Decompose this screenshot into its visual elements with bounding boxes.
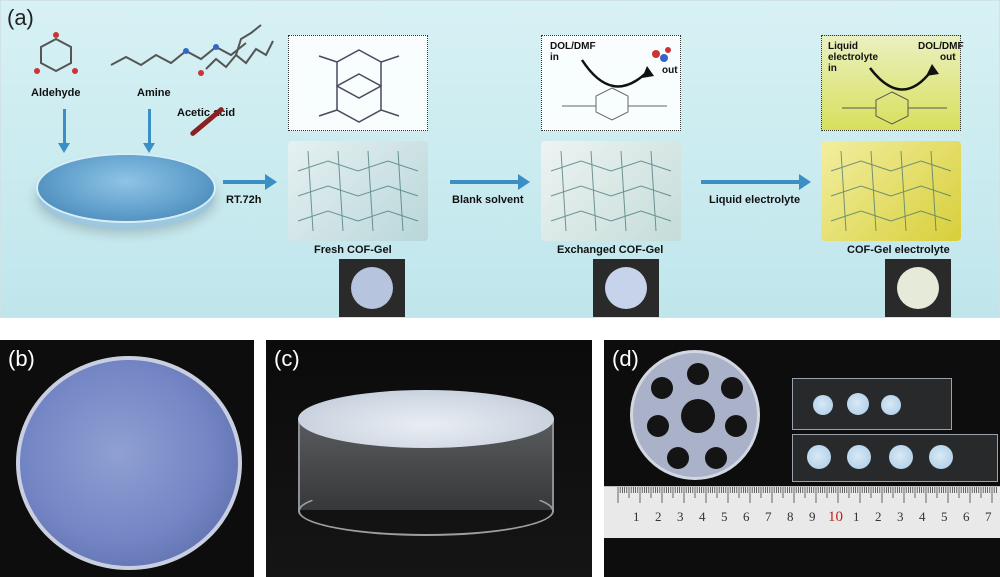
panel-label-c: (c) (274, 346, 300, 371)
panel-label-a: (a) (7, 5, 34, 30)
ruler-number: 4 (919, 509, 926, 524)
exchange-flow-icon (562, 47, 671, 121)
gel-container-bottom (298, 486, 554, 536)
aldehyde-molecule-icon (34, 32, 78, 74)
ruler-number: 7 (985, 509, 992, 524)
mold-hole (681, 399, 715, 433)
cube-exchanged-gel (541, 141, 681, 241)
cube-electrolyte-gel (821, 141, 961, 241)
arrow-down-aldehyde (58, 109, 70, 153)
ruler-number: 2 (875, 509, 882, 524)
gel-film (889, 445, 913, 469)
electrolyte-in-label: in (828, 63, 837, 74)
cube-fresh-gel (288, 141, 428, 241)
mold-hole (705, 447, 727, 469)
zoom-fresh-framework (288, 35, 428, 131)
mold-hole (687, 363, 709, 385)
ruler-number: 5 (941, 509, 948, 524)
electrolyte-gel-photo (885, 259, 951, 317)
mold-hole (651, 377, 673, 399)
step-label-liquid-electrolyte: Liquid electrolyte (709, 194, 801, 206)
mold-hole (667, 447, 689, 469)
zoom-exchanged-framework: DOL/DMF in out (541, 35, 681, 131)
linker-molecule-icon (205, 24, 274, 70)
ruler-number: 10 (828, 509, 843, 525)
gel-in-petri-dish-photo (16, 356, 242, 570)
amine-molecule-icon (110, 42, 247, 76)
gel-film (929, 445, 953, 469)
electrolyte-word-label: electrolyte (828, 52, 879, 63)
ruler: 1234567891012345678 (604, 486, 1000, 538)
framework-mesh (297, 150, 419, 232)
ruler-number: 4 (699, 509, 706, 524)
fresh-gel-photo (339, 259, 405, 317)
gel-mold-with-holes (630, 350, 760, 480)
petri-dish (36, 153, 216, 223)
exchange-out-label: out (662, 65, 678, 76)
ruler-number: 3 (677, 509, 684, 524)
ruler-number: 9 (809, 509, 816, 524)
exchanged-gel-disc (605, 267, 647, 309)
mold-hole (647, 415, 669, 437)
electrolyte-gel-label: COF-Gel electrolyte (847, 244, 950, 256)
panel-b: (b) (0, 340, 254, 577)
electrolyte-gel-disc (897, 267, 939, 309)
framework-mesh (550, 150, 672, 232)
arrow-right-2 (450, 174, 530, 190)
zoom-electrolyte-framework: Liquid electrolyte in DOL/DMF out (821, 35, 964, 131)
gel-film (881, 395, 901, 415)
arrow-right-3 (701, 174, 811, 190)
electrolyte-liquid-label: Liquid (828, 41, 858, 52)
fresh-gel-label: Fresh COF-Gel (314, 244, 392, 256)
ruler-number: 5 (721, 509, 728, 524)
ruler-number: 1 (633, 509, 640, 524)
exchange-in-label: in (550, 52, 559, 63)
panel-label-b: (b) (8, 346, 35, 371)
ruler-number: 6 (743, 509, 750, 524)
mold-hole (721, 377, 743, 399)
framework-icon (318, 49, 400, 123)
panel-label-d: (d) (612, 346, 639, 371)
acetic-acid-label: Acetic acid (177, 107, 236, 119)
gel-film (807, 445, 831, 469)
electrolyte-solvent-label: DOL/DMF (918, 41, 964, 52)
exchanged-gel-label: Exchanged COF-Gel (557, 244, 664, 256)
glass-slide-top (792, 378, 952, 430)
fresh-gel-disc (351, 267, 393, 309)
step-label-blank-solvent: Blank solvent (452, 194, 524, 206)
gel-film (847, 445, 871, 469)
ruler-ticks (617, 487, 997, 503)
ruler-number: 2 (655, 509, 662, 524)
ruler-number: 3 (897, 509, 904, 524)
amine-label: Amine (137, 87, 171, 99)
gel-top-surface (298, 390, 554, 448)
panel-c: (c) (266, 340, 592, 577)
framework-mesh (830, 150, 952, 232)
panel-a: (a) Aldehyde Amine Acetic acid RT.72h (0, 0, 1000, 318)
electrolyte-out-label: out (940, 52, 956, 63)
mold-hole (725, 415, 747, 437)
electrolyte-flow-icon (842, 64, 947, 125)
ruler-number: 1 (853, 509, 860, 524)
exchanged-gel-photo (593, 259, 659, 317)
step-label-rt: RT.72h (226, 194, 262, 206)
panel-d: 1234567891012345678 (d) (604, 340, 1000, 577)
arrow-right-1 (223, 174, 277, 190)
ruler-number: 6 (963, 509, 970, 524)
arrow-down-amine (143, 109, 155, 153)
gel-film (813, 395, 833, 415)
ruler-number: 8 (787, 509, 794, 524)
ruler-number: 7 (765, 509, 772, 524)
gel-film (847, 393, 869, 415)
exchange-solvent-label: DOL/DMF (550, 41, 596, 52)
glass-slide-bottom (792, 434, 998, 482)
aldehyde-label: Aldehyde (31, 87, 81, 99)
